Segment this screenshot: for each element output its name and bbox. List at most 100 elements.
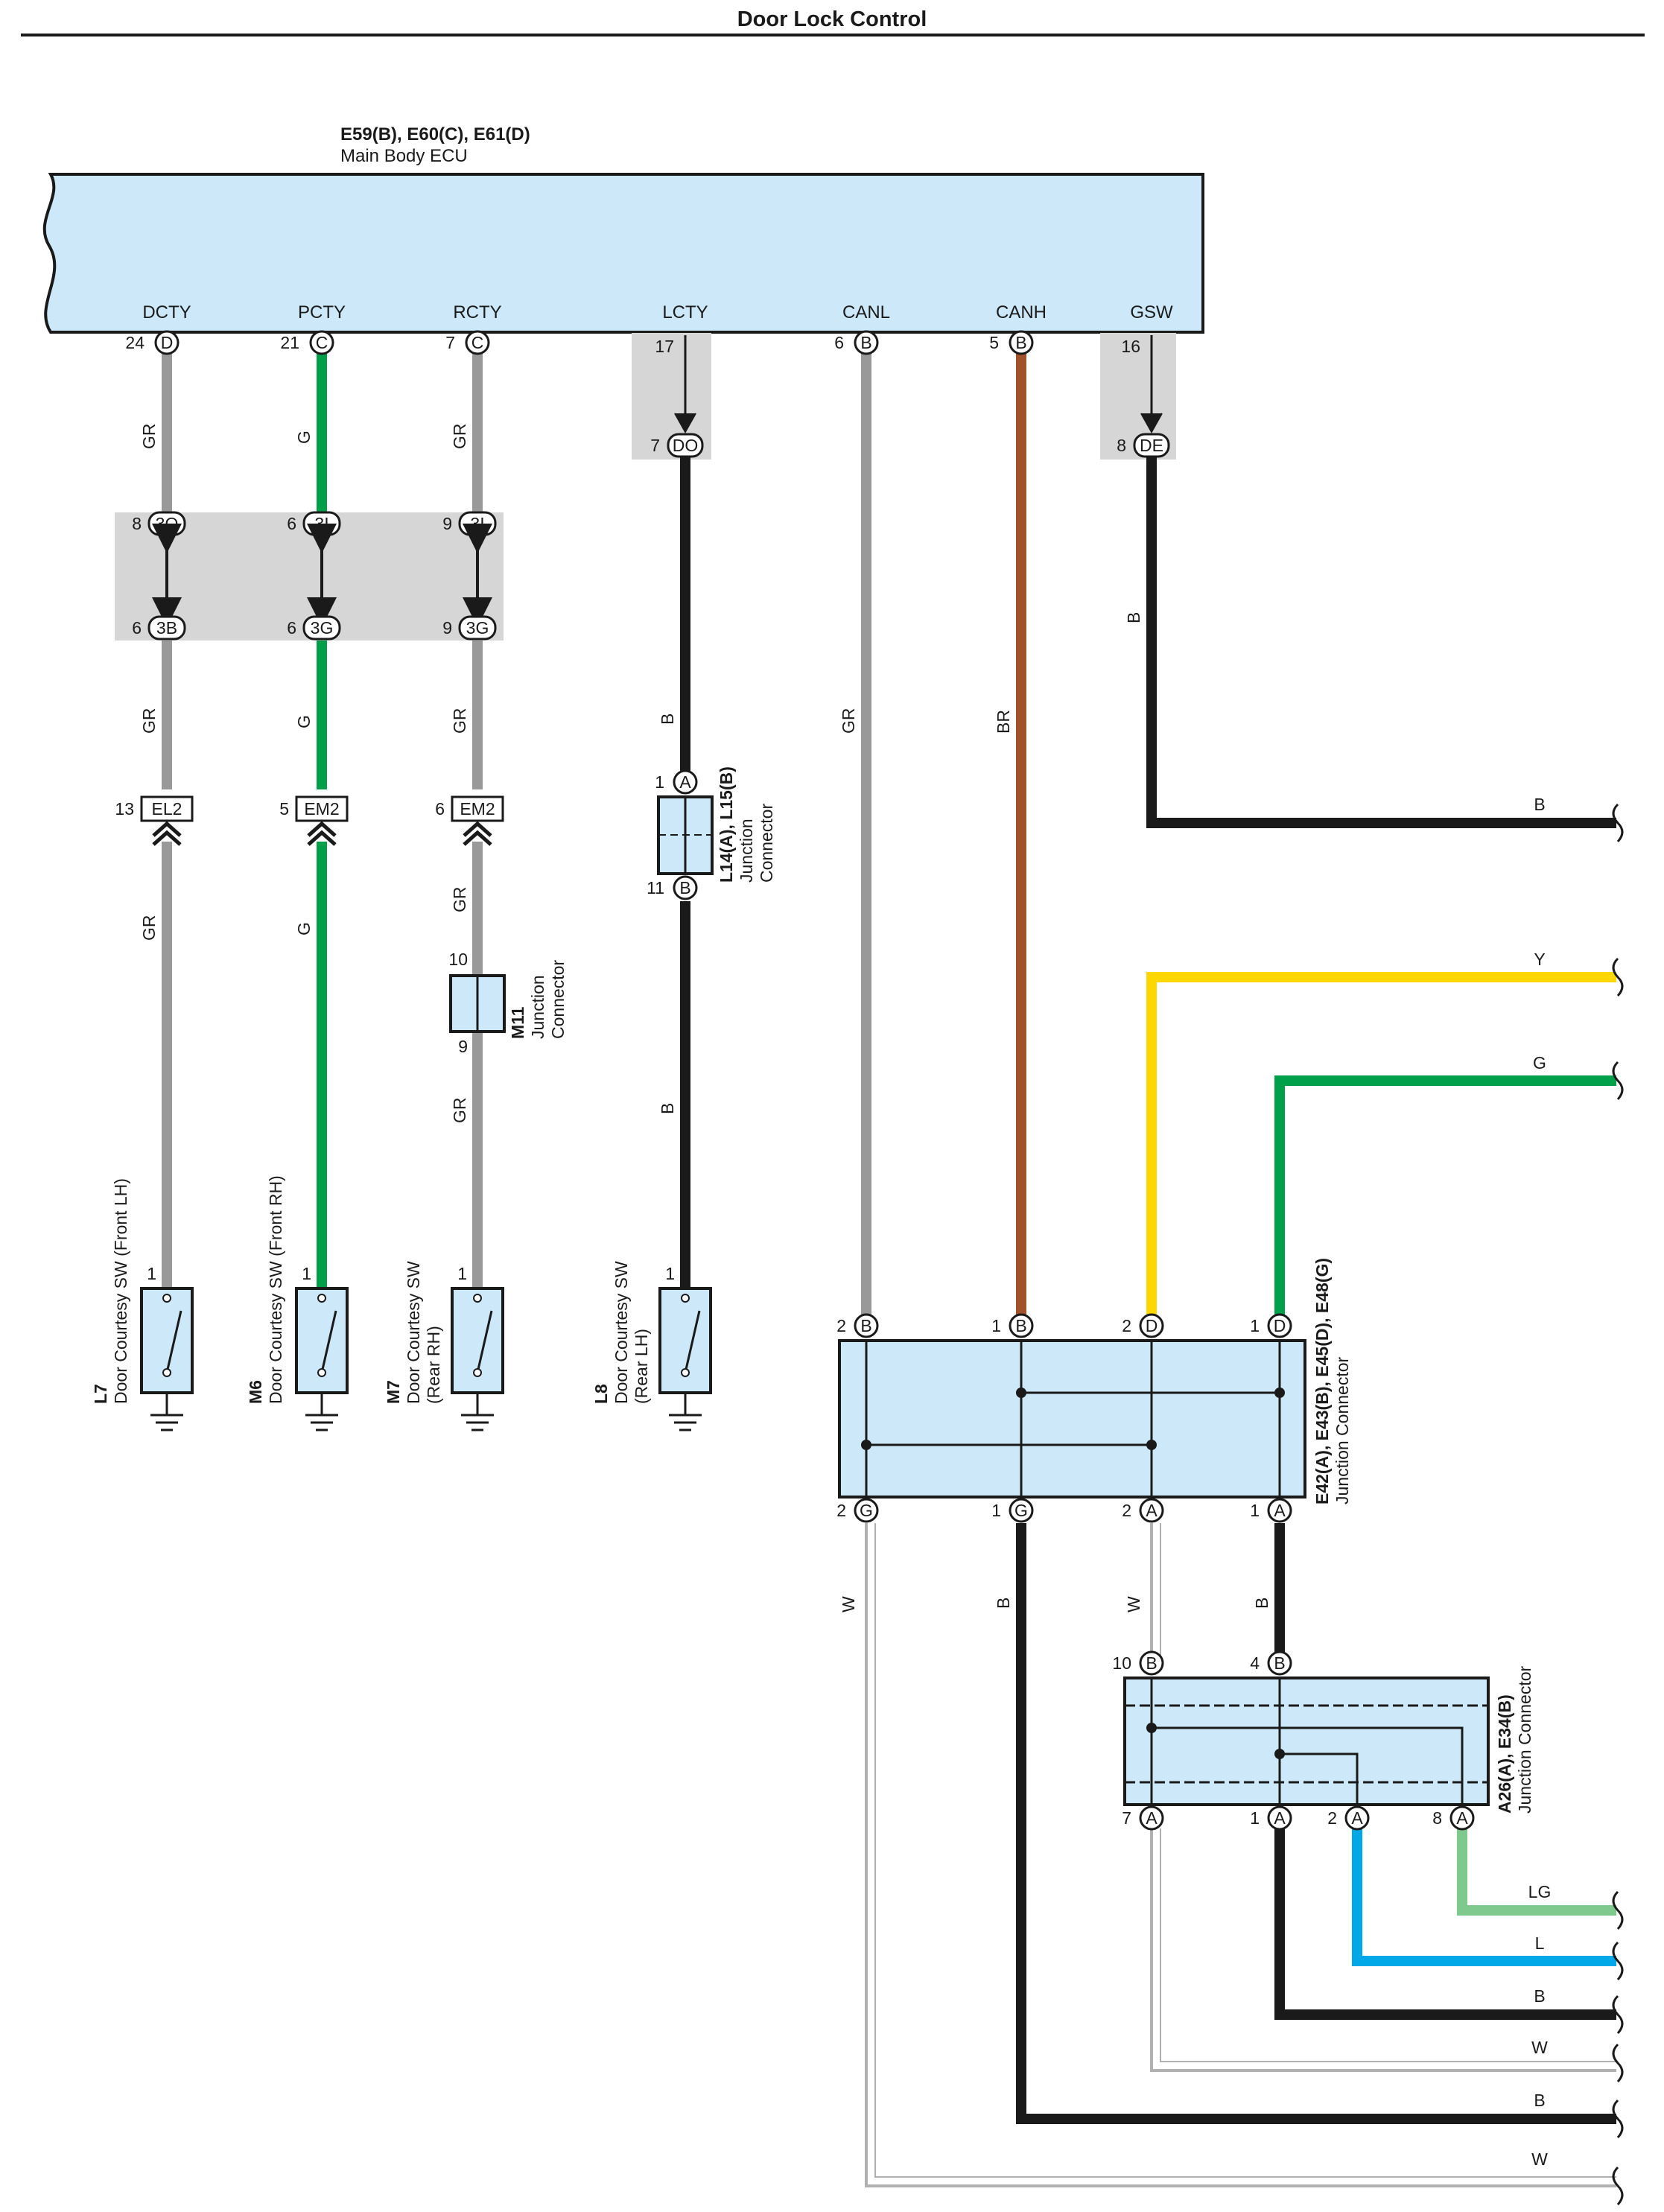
a26-bottom-2-conn: A	[1351, 1808, 1363, 1828]
break-mark	[1612, 1890, 1624, 1930]
jb-c2-top: 3I	[314, 514, 328, 533]
a26-top-0-num: 10	[1112, 1653, 1131, 1673]
ground-icon	[669, 1414, 702, 1431]
switch-lever	[165, 1310, 182, 1373]
inline-c2-code: EM2	[304, 799, 339, 819]
switch-lever	[320, 1310, 337, 1373]
wire-b-a26-1	[1274, 1828, 1616, 2020]
terminal-canh	[1009, 330, 1034, 355]
wire-label: G	[294, 922, 314, 935]
diagram-title: Door Lock Control	[737, 7, 927, 31]
wire-label: W	[839, 1596, 858, 1612]
switch-l7: 1 L7 Door Courtesy SW (Front LH)	[91, 1178, 194, 1431]
e42-bottom-terminal	[854, 1498, 879, 1523]
wire-green-right	[1274, 1075, 1616, 1318]
e42-bottom-3-num: 1	[1250, 1501, 1260, 1520]
e42-top-2-conn: D	[1146, 1316, 1158, 1335]
e42-top-terminal	[854, 1313, 879, 1338]
junction-block: 3Q 8 3B 6 3I 6 3G 6 3I 9 3G 9	[132, 511, 497, 641]
wire-l-a26-2	[1352, 1828, 1616, 1966]
switch-lever	[476, 1310, 493, 1373]
l14-terminal-top	[673, 769, 698, 795]
terminal-lcty-conn: DO	[673, 436, 699, 455]
wire-gsw	[1146, 456, 1616, 828]
wire-w-a26-7	[1150, 1828, 1616, 2072]
wire-label: GR	[839, 708, 858, 734]
l7-name: Door Courtesy SW (Front LH)	[111, 1178, 130, 1404]
e42-bottom-terminal	[1009, 1498, 1034, 1523]
terminal-gsw-num: 16	[1121, 337, 1140, 356]
a26-bottom-terminal	[1139, 1805, 1164, 1831]
e42-bottom-1-conn: G	[1014, 1501, 1028, 1520]
m7-name-1: Door Courtesy SW	[404, 1261, 423, 1404]
a26-junction-dot	[1274, 1749, 1285, 1759]
break-mark	[1612, 1941, 1624, 1981]
m11-junction-connector: 10 9 M11 Junction Connector	[448, 950, 568, 1056]
terminal-canl	[854, 330, 879, 355]
wire-label: W	[1531, 2038, 1548, 2057]
e42-top-3-conn: D	[1274, 1316, 1286, 1335]
jb-c3-bot-num: 9	[442, 618, 452, 638]
switch-contact	[473, 1368, 482, 1377]
a26-bottom-1-conn: A	[1274, 1808, 1286, 1828]
wire-label: GR	[139, 915, 159, 941]
switch-m6: 1 M6 Door Courtesy SW (Front RH)	[246, 1175, 349, 1431]
l14-type-1: Junction	[737, 819, 756, 883]
chevron-icon	[152, 821, 182, 846]
a26-code: A26(A), E34(B)	[1495, 1694, 1514, 1814]
terminal-pcty	[309, 330, 334, 355]
a26-bottom-3-num: 8	[1432, 1808, 1442, 1828]
m7-pin: 1	[457, 1264, 467, 1283]
terminal-rcty-num: 7	[445, 333, 455, 352]
break-mark	[1612, 957, 1624, 997]
switch-contact	[681, 1368, 690, 1377]
jb-bot-terminal	[147, 615, 186, 641]
break-mark	[1612, 2099, 1624, 2139]
break-mark	[1612, 803, 1624, 843]
lcty-arrow	[674, 413, 696, 434]
break-mark	[1612, 1061, 1624, 1101]
jb-c2-bot-num: 6	[287, 618, 296, 638]
l14-conn-bot: B	[679, 878, 690, 897]
switch-contact	[681, 1294, 690, 1303]
ground-icon	[150, 1414, 183, 1431]
m6-pin: 1	[302, 1264, 311, 1283]
wire-label: BR	[994, 710, 1013, 734]
wire-w-g2-outer	[865, 1523, 1616, 2187]
wire-labels: GR GR GR G G G GR GR GR GR B B GR BR B W…	[139, 424, 1271, 1613]
terminal-gsw-num2: 8	[1117, 436, 1126, 455]
e42-top-0-conn: B	[860, 1316, 871, 1335]
jb-bot-terminal	[458, 615, 497, 641]
m7-name-2: (Rear RH)	[424, 1326, 443, 1404]
terminal-rcty-conn: C	[471, 333, 484, 352]
l8-pin: 1	[665, 1264, 675, 1283]
wire-label: GR	[450, 887, 469, 913]
ecu-terminals: D 24 C 21 C 7 B 6 B 5 17 DO 7 16 DE 8	[125, 330, 1170, 458]
l14-conn-top: A	[679, 772, 691, 792]
ecu-codes: E59(B), E60(C), E61(D)	[340, 124, 530, 144]
jb-c1-bot-num: 6	[132, 618, 142, 638]
wire-label: B	[1252, 1598, 1271, 1609]
pin-label-canl: CANL	[842, 302, 890, 322]
wire-label: GR	[139, 708, 159, 734]
ecu-name: Main Body ECU	[340, 146, 468, 166]
a26-int	[1152, 1726, 1464, 1805]
terminal-rcty	[465, 330, 490, 355]
inline-c3-num: 6	[435, 799, 445, 819]
inline-c3-code: EM2	[460, 799, 495, 819]
inline-connectors: EL2 13 EM2 5 EM2 6	[115, 795, 504, 846]
a26-top-terminal	[1267, 1650, 1292, 1676]
jb-c3-bot: 3G	[466, 618, 489, 638]
e42-junction-dot	[1016, 1388, 1026, 1398]
wire-labels-right: B Y G LG L B W B W	[1528, 795, 1552, 2169]
break-mark	[1612, 1995, 1624, 2035]
jb-c3-top-num: 9	[442, 514, 452, 533]
terminal-canl-conn: B	[860, 333, 871, 352]
a26-box	[1123, 1677, 1490, 1806]
switch-m7: 1 M7 Door Courtesy SW (Rear RH)	[384, 1261, 504, 1431]
a26-bottom-2-num: 2	[1327, 1808, 1337, 1828]
l14-junction-connector: A 1 B 11 L14(A), L15(B) Junction Connect…	[647, 766, 776, 900]
terminal-canl-num: 6	[834, 333, 844, 352]
e42-code: E42(A), E43(B), E45(D), E48(G)	[1312, 1258, 1332, 1504]
